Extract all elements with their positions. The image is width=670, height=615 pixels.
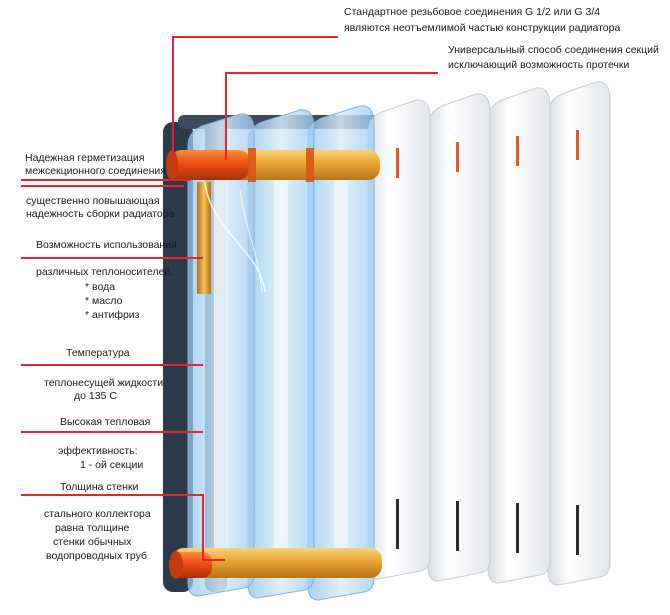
glass-fin-core — [214, 180, 228, 550]
white-fins — [367, 81, 611, 586]
fin-slot-top — [396, 148, 399, 178]
callout-sealing-line3: существенно повышающая — [26, 195, 160, 207]
callout-efficiency-line3: 1 - ой секции — [80, 459, 144, 471]
callout-thread-line1: Стандартное резьбовое соединения G 1/2 и… — [344, 6, 601, 18]
fin-slot-bottom — [516, 503, 519, 553]
leader-lines — [21, 36, 438, 561]
callout-fluids-item1: * вода — [85, 281, 116, 293]
glass-fin-core — [334, 180, 348, 550]
callout-wall-line2: стального коллектора — [44, 508, 151, 520]
white-fin — [487, 87, 551, 584]
callout-efficiency-line1: Высокая тепловая — [60, 416, 151, 428]
callout-wall-line3: равна толщине — [55, 522, 130, 534]
callout-universal-line2: исключающий возможность протечки — [448, 59, 630, 71]
callout-wall-line1: Толщина стенки — [60, 481, 139, 493]
callout-fluids-line2: различных теплоносителей: — [36, 266, 174, 278]
fin-slot-bottom — [456, 501, 459, 551]
callout-fluids-line1: Возможность использования — [36, 239, 177, 251]
callout-fluids-item2: * масло — [85, 295, 123, 307]
callout-temperature-line2: теплонесущей жидкости — [44, 377, 164, 389]
white-fin — [427, 93, 491, 582]
inner-channel — [197, 181, 266, 294]
callout-fluids-item3: * антифриз — [85, 309, 140, 321]
white-fin — [547, 81, 611, 586]
glass-fin-core — [274, 180, 288, 550]
callout-sealing-line1: Надежная герметизация — [25, 152, 145, 164]
callout-sealing-line2: межсекционного соединения — [25, 165, 166, 177]
callout-temperature-line3: до 135 С — [74, 390, 117, 402]
fin-slot-bottom — [396, 499, 399, 549]
callout-efficiency-line2: эффективность: — [58, 445, 138, 457]
callout-wall-line5: водопроводных труб — [46, 550, 148, 562]
fin-slot-top — [516, 136, 519, 166]
callout-universal-line1: Универсальный способ соединения секций — [448, 44, 659, 56]
callout-wall-line4: стенки обычных — [53, 536, 132, 548]
connector-pipe-top — [166, 148, 380, 182]
callout-sealing-line4: надежность сборки радиатора — [26, 208, 175, 220]
fin-slot-top — [576, 130, 579, 160]
connector-pipe-bottom — [169, 548, 382, 579]
callout-thread-line2: являются неотъемлимой частью конструкции… — [344, 22, 621, 34]
fin-slot-top — [456, 142, 459, 172]
fin-slot-bottom — [576, 505, 579, 555]
callout-temperature-line1: Температура — [66, 347, 130, 359]
